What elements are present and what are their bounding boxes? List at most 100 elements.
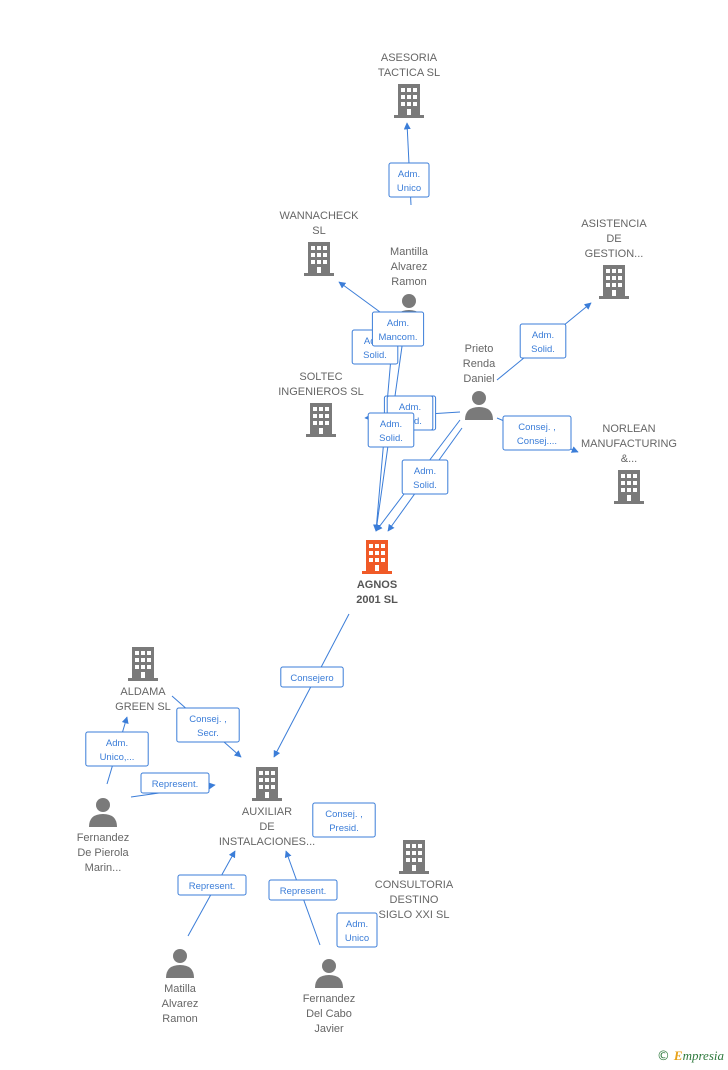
building-icon bbox=[304, 242, 334, 276]
edge-label-box[interactable]: Adm.Solid. bbox=[519, 323, 567, 359]
node-label: CONSULTORIA bbox=[375, 879, 454, 891]
edge-label-text: Solid. bbox=[363, 350, 387, 361]
edge-label-text: Unico bbox=[397, 183, 421, 194]
edge-label-box[interactable]: Adm. Solid. bbox=[367, 412, 415, 448]
edge-label-frame bbox=[388, 162, 430, 198]
edge-label-text: Consej. , bbox=[325, 809, 363, 820]
edge-label-frame bbox=[336, 912, 378, 948]
edge-label-text: Unico,... bbox=[100, 752, 135, 763]
node-label: Marin... bbox=[85, 862, 122, 874]
edge-label-text: Represent. bbox=[152, 779, 198, 790]
edge-label-box[interactable]: Represent. bbox=[177, 874, 247, 896]
edge-label-text: Secr. bbox=[197, 728, 219, 739]
node-label: NORLEAN bbox=[602, 423, 655, 435]
person-icon bbox=[89, 798, 117, 827]
building-icon bbox=[394, 84, 424, 118]
node-label: Mantilla bbox=[390, 246, 429, 258]
brand-name: mpresia bbox=[682, 1048, 724, 1063]
node-label: INSTALACIONES... bbox=[219, 836, 315, 848]
building-icon bbox=[362, 540, 392, 574]
edge-label-text: Consej. , bbox=[518, 422, 556, 433]
edge-label-frame bbox=[367, 412, 415, 448]
edge-label-box[interactable]: Adm. Unico bbox=[388, 162, 430, 198]
edge-label-text: Adm. bbox=[106, 738, 128, 749]
edge-label-box[interactable]: Consej. , Consej.... bbox=[502, 415, 572, 451]
node-label: INGENIEROS SL bbox=[278, 386, 364, 398]
edge-label-frame bbox=[371, 311, 425, 347]
node-label: De Pierola bbox=[77, 847, 129, 859]
edge-label-frame bbox=[519, 323, 567, 359]
node-label: DE bbox=[259, 821, 274, 833]
edge-label-text: Unico bbox=[345, 933, 369, 944]
node-label: Alvarez bbox=[391, 261, 428, 273]
edge-label-box[interactable]: Represent. bbox=[140, 772, 210, 794]
node-aldama[interactable]: ALDAMA GREEN SL bbox=[115, 647, 171, 713]
node-label: Ramon bbox=[391, 276, 426, 288]
node-label: &... bbox=[621, 453, 638, 465]
edge-label-text: Adm. bbox=[398, 169, 420, 180]
edge-label-box[interactable]: Consej. , Presid. bbox=[312, 802, 376, 838]
copyright-symbol: © bbox=[656, 1049, 670, 1064]
building-icon bbox=[599, 265, 629, 299]
node-label: Prieto bbox=[465, 343, 494, 355]
edge-label-frame bbox=[401, 459, 449, 495]
edge-label-text: Solid. bbox=[531, 344, 555, 355]
node-label: GESTION... bbox=[585, 248, 644, 260]
node-soltec[interactable]: SOLTEC INGENIEROS SL bbox=[278, 371, 364, 437]
person-icon bbox=[166, 949, 194, 978]
edge-label-frame bbox=[268, 879, 338, 901]
edge-label-text: Solid. bbox=[379, 433, 403, 444]
edge-label-box[interactable]: Adm. Unico,... bbox=[85, 731, 149, 767]
edge-label-text: Presid. bbox=[329, 823, 359, 834]
node-label: Renda bbox=[463, 358, 496, 370]
edge-label-box[interactable]: Adm. Solid. bbox=[401, 459, 449, 495]
edge-label-text: Represent. bbox=[189, 881, 235, 892]
edge-mantilla-to-wannacheck bbox=[338, 281, 381, 313]
edge-label-box[interactable]: Consejero bbox=[280, 666, 344, 688]
edge-label-frame bbox=[85, 731, 149, 767]
edge-label-frame bbox=[140, 772, 210, 794]
node-asistencia[interactable]: ASISTENCIADEGESTION... bbox=[581, 218, 647, 299]
edge-label-text: Adm. bbox=[380, 419, 402, 430]
edge-label-frame bbox=[312, 802, 376, 838]
brand-initial: E bbox=[673, 1048, 683, 1063]
edge-label-frame bbox=[502, 415, 572, 451]
empresia-logo[interactable]: ©Empresia bbox=[657, 1048, 724, 1064]
node-label: Fernandez bbox=[303, 993, 356, 1005]
node-label: Javier bbox=[314, 1023, 344, 1035]
edge-label-frame bbox=[177, 874, 247, 896]
node-label: GREEN SL bbox=[115, 701, 171, 713]
building-icon bbox=[252, 767, 282, 801]
edge-label-text: Adm. bbox=[414, 466, 436, 477]
edge-label-text: Consej. , bbox=[189, 714, 227, 725]
node-auxiliar[interactable]: AUXILIARDEINSTALACIONES... bbox=[219, 767, 315, 848]
edge-label-box[interactable]: Adm.Unico bbox=[336, 912, 378, 948]
node-label: SL bbox=[312, 225, 325, 237]
node-label: SOLTEC bbox=[299, 371, 342, 383]
node-label: Alvarez bbox=[162, 998, 199, 1010]
node-label: Daniel bbox=[463, 373, 494, 385]
edge-label-box[interactable]: Represent. bbox=[268, 879, 338, 901]
node-label: Del Cabo bbox=[306, 1008, 352, 1020]
node-norlean[interactable]: NORLEAN MANUFACTURING &... bbox=[581, 423, 677, 504]
edge-label-text: Adm. bbox=[387, 318, 409, 329]
node-label: MANUFACTURING bbox=[581, 438, 677, 450]
building-icon bbox=[306, 403, 336, 437]
node-label: SIGLO XXI SL bbox=[379, 909, 450, 921]
edge-label-box[interactable]: Consej. , Secr. bbox=[176, 707, 240, 743]
edge-label-text: Solid. bbox=[413, 480, 437, 491]
node-label: ALDAMA bbox=[120, 686, 166, 698]
edge-label-text: Consejero bbox=[290, 673, 333, 684]
building-icon bbox=[399, 840, 429, 874]
edge-label-text: Consej.... bbox=[517, 436, 557, 447]
edge-label-box[interactable]: Adm.Mancom. bbox=[371, 311, 425, 347]
